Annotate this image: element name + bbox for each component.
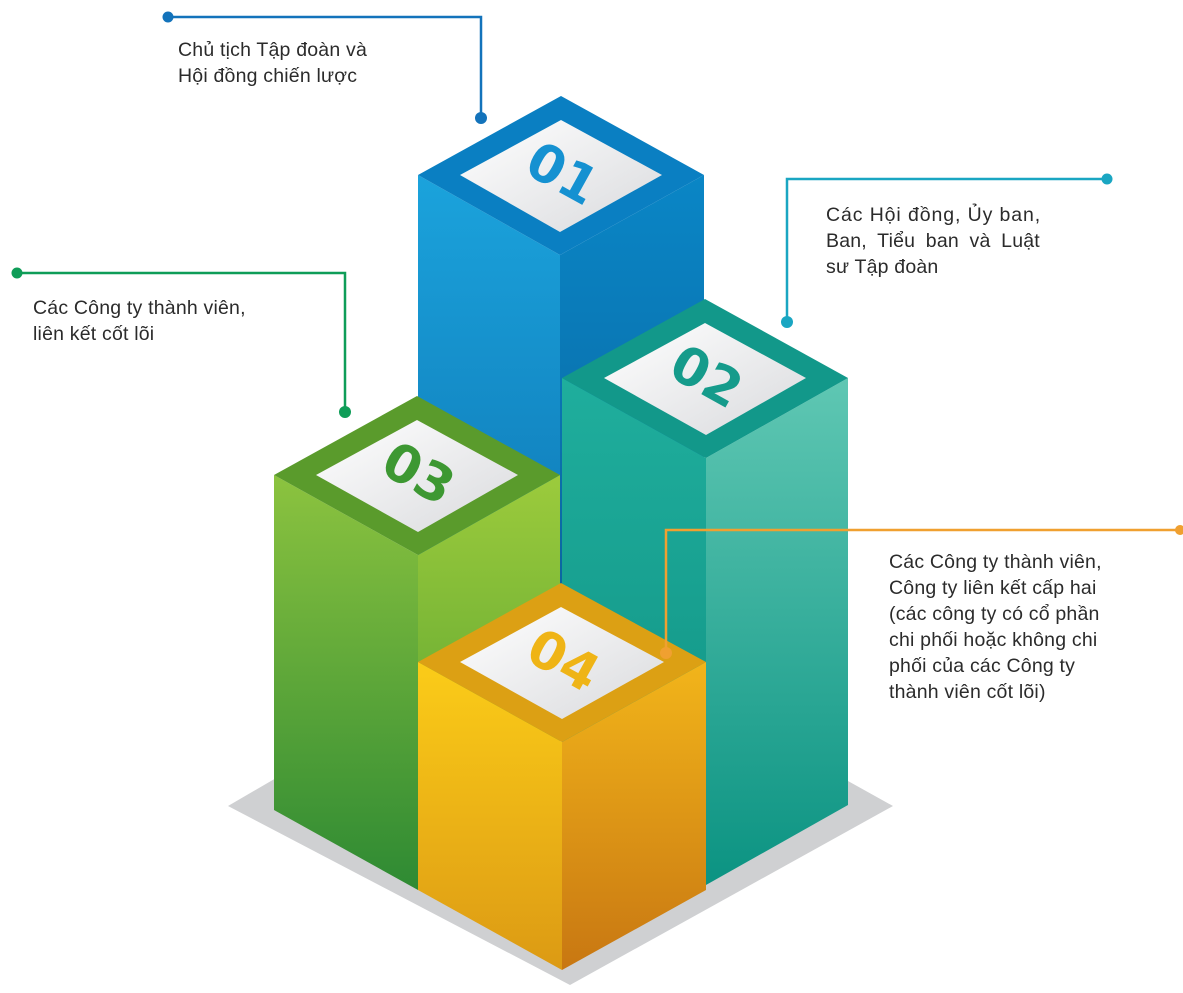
label-04-line: chi phối hoặc không chi xyxy=(889,629,1098,651)
label-02-line: sư Tập đoàn xyxy=(826,256,939,278)
block-02-right-face xyxy=(706,378,848,885)
label-01-line: Hội đồng chiến lược xyxy=(178,65,358,87)
label-03-line: liên kết cốt lõi xyxy=(33,323,155,345)
connector-02-start-dot xyxy=(1101,173,1113,185)
label-01-line: Chủ tịch Tập đoàn và xyxy=(178,39,368,61)
label-level-03: Các Công ty thành viên, liên kết cốt lõi xyxy=(33,295,246,347)
label-02-line: Các Hội đồng, Ủy ban, xyxy=(826,204,1042,226)
label-03-line: Các Công ty thành viên, xyxy=(33,297,246,319)
connector-02-line xyxy=(785,177,1107,322)
label-04-line: (các công ty có cổ phần xyxy=(889,603,1100,625)
block-02-plate xyxy=(604,323,806,435)
label-04-line: Công ty liên kết cấp hai xyxy=(889,577,1097,599)
connector-02-end-dot xyxy=(781,316,793,328)
label-level-01: Chủ tịch Tập đoàn và Hội đồng chiến lược xyxy=(178,37,367,89)
connector-03-line xyxy=(17,271,347,412)
connector-03-start-dot xyxy=(11,267,23,279)
connector-03 xyxy=(11,267,351,418)
block-04-right-face xyxy=(562,662,706,970)
connector-01-end-dot xyxy=(475,112,487,124)
block-02: 02 xyxy=(562,299,848,885)
label-level-02: Các Hội đồng, Ủy ban, Ban, Tiểu ban và L… xyxy=(826,202,1041,280)
label-04-line: phối của các Công ty xyxy=(889,655,1076,677)
label-04-line: thành viên cốt lõi) xyxy=(889,681,1046,703)
label-04-line: Các Công ty thành viên, xyxy=(889,551,1102,573)
block-04-left-face xyxy=(418,662,562,970)
connector-01 xyxy=(162,11,487,124)
block-01-plate xyxy=(460,120,662,232)
connector-01-line xyxy=(168,15,483,118)
connector-04-line xyxy=(664,528,1180,653)
connector-04-end-dot xyxy=(660,647,672,659)
connector-03-end-dot xyxy=(339,406,351,418)
label-02-line: Ban, Tiểu ban và Luật xyxy=(826,230,1040,252)
connector-01-start-dot xyxy=(162,11,174,23)
connector-04 xyxy=(660,525,1183,659)
label-level-04: Các Công ty thành viên, Công ty liên kết… xyxy=(889,549,1102,705)
block-03-left-face xyxy=(274,475,418,890)
block-04-plate xyxy=(460,607,664,719)
block-04: 04 xyxy=(418,583,706,970)
block-03-plate xyxy=(316,420,518,532)
connector-02 xyxy=(781,173,1113,328)
connector-04-start-dot xyxy=(1175,525,1183,535)
